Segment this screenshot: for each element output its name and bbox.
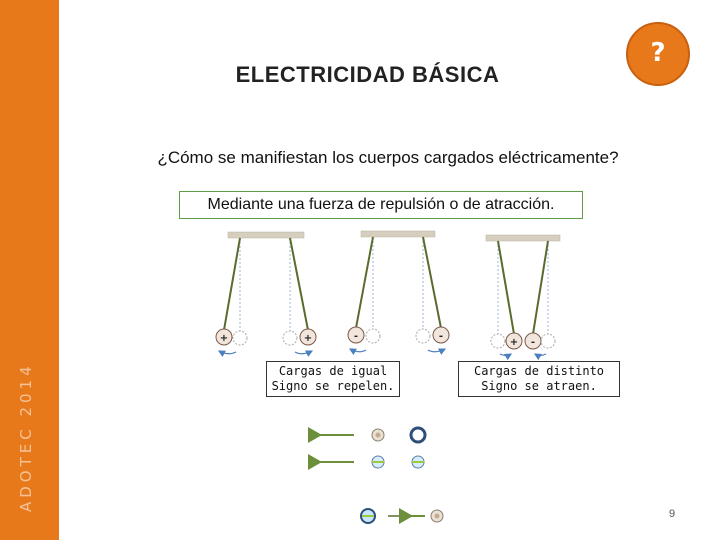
support-bar — [360, 230, 436, 238]
charge-label: - — [531, 337, 535, 348]
charge-label: - — [439, 331, 443, 342]
charged-ball — [505, 332, 523, 350]
rest-ball — [282, 330, 298, 346]
question-text: ¿Cómo se manifiestan los cuerpos cargado… — [157, 148, 619, 167]
rest-ball — [365, 328, 381, 344]
caption-repel-line1: Cargas de igual — [278, 364, 388, 378]
string — [497, 240, 515, 335]
string — [422, 236, 442, 329]
caption-repel: Cargas de igual Signo se repelen. — [266, 361, 400, 397]
string — [532, 240, 549, 335]
neutral-particle-core — [375, 432, 381, 438]
caption-attract-line2: Signo se atraen. — [481, 379, 597, 393]
charge-label: + — [510, 337, 518, 348]
caption-attract-line1: Cargas de distinto — [473, 364, 605, 378]
question-mark-icon: ? — [650, 38, 666, 68]
neutral-particle-core — [434, 513, 440, 519]
string — [289, 237, 309, 331]
motion-arrow — [427, 348, 447, 355]
answer-text: Mediante una fuerza de repulsión o de at… — [207, 196, 555, 213]
pendulum-pair-attract: + - — [485, 234, 561, 361]
charged-ball — [215, 328, 233, 346]
string — [223, 237, 241, 331]
answer-box: Mediante una fuerza de repulsión o de at… — [179, 191, 583, 219]
support-bar — [485, 234, 561, 242]
rest-ball — [540, 333, 556, 349]
particle-diagram — [308, 426, 444, 524]
charged-ball — [432, 326, 450, 344]
charged-ball — [299, 328, 317, 346]
charge-label: + — [220, 333, 228, 344]
charge-label: - — [354, 331, 358, 342]
charged-ball — [347, 326, 365, 344]
caption-repel-line2: Signo se repelen. — [271, 379, 395, 393]
rest-ball — [490, 333, 506, 349]
motion-arrow — [533, 353, 547, 361]
pendulum-pair-repel-positive: + + — [215, 231, 317, 358]
motion-arrow — [294, 350, 314, 357]
caption-attract: Cargas de distinto Signo se atraen. — [458, 361, 620, 397]
motion-arrow — [217, 350, 237, 358]
pendulum-pair-repel-negative: - - — [347, 230, 450, 356]
page-title: ELECTRICIDAD BÁSICA — [235, 62, 500, 87]
charge-label: + — [304, 333, 312, 344]
help-button[interactable]: ? — [626, 22, 690, 86]
charged-ball — [524, 332, 542, 350]
motion-arrow — [499, 353, 513, 361]
rest-ball — [232, 330, 248, 346]
string — [355, 236, 374, 329]
motion-arrow — [348, 348, 367, 356]
support-bar — [227, 231, 305, 239]
charged-particle-icon — [409, 426, 427, 444]
side-bar — [0, 0, 59, 540]
rest-ball — [415, 328, 431, 344]
page-number: 9 — [668, 508, 676, 520]
